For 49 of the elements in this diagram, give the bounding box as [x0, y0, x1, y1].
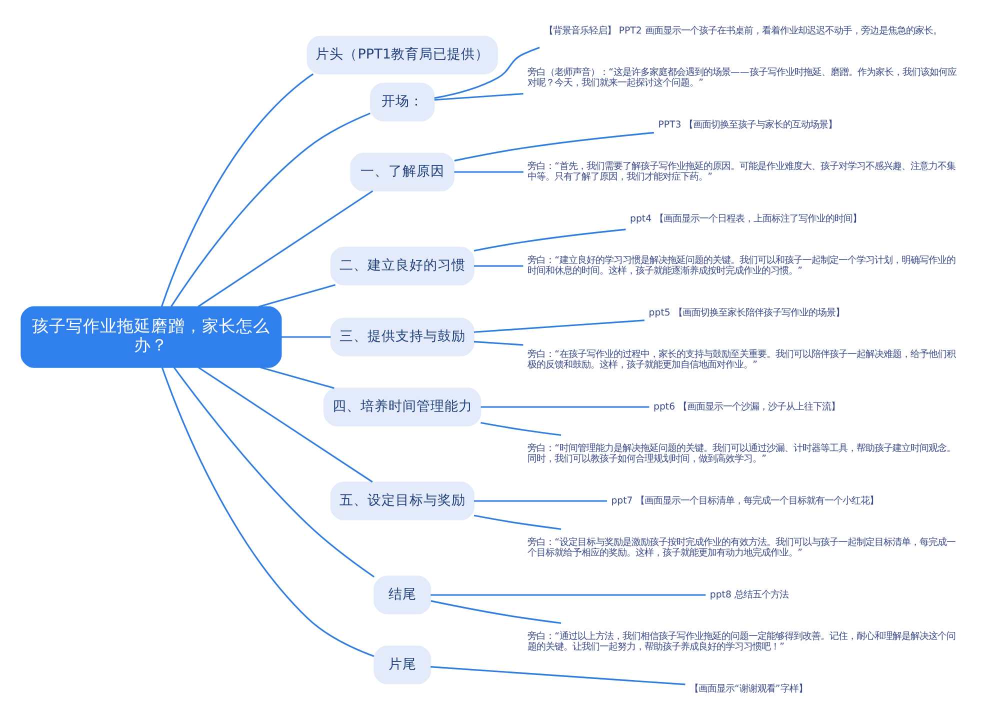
connector: [434, 46, 540, 99]
node-box: 开场：: [370, 82, 435, 122]
connector: [160, 73, 314, 307]
node-text: ppt7 【画面显示一个目标清单，每完成一个目标就有一个小红花】: [611, 495, 879, 506]
node-box: 三、提供支持与鼓励: [330, 318, 474, 356]
connector: [474, 500, 607, 502]
node-text: ppt6 【画面显示一个沙漏，沙子从上往下流】: [654, 401, 840, 412]
node-box: 孩子写作业拖延磨蹭，家长怎么办？: [20, 306, 282, 368]
node-text: 【背景音乐轻启】 PPT2 画面显示一个孩子在书桌前，看着作业却迟迟不动手，旁边是焦急的家长。: [544, 25, 942, 36]
node-box: 四、培养时间管理能力: [324, 388, 482, 426]
node-text: ppt4 【画面显示一个日程表，上面标注了写作业的时间】: [630, 213, 862, 224]
connector: [260, 366, 334, 389]
connector: [480, 406, 650, 408]
connector: [173, 366, 375, 578]
connector: [161, 367, 374, 657]
connector: [170, 112, 370, 307]
connector: [430, 600, 562, 624]
node-text: 旁白：“首先，我们需要了解孩子写作业拖延的原因。可能是作业难度大、孩子对学习不感兴趣、注意力不集中等。只有了解了原因，我们才能对症下药。”: [528, 161, 956, 183]
node-box: 片头（PPT1教育局已提供）: [306, 36, 498, 74]
node-text: 旁白（老师声音）：“这是许多家庭都会遇到的场景——孩子写作业时拖延、磨蹭。作为家长，我们该如何应对呢？今天，我们就来一起探讨这个问题。”: [528, 67, 956, 89]
node-box: 结尾: [374, 576, 432, 614]
connector: [474, 320, 644, 333]
connector: [258, 284, 336, 308]
connector: [430, 594, 706, 596]
connector: [474, 265, 524, 267]
node-text: PPT3 【画面切换至孩子与家长的互动场景】: [658, 119, 838, 130]
connector: [198, 366, 373, 483]
node-text: ppt8 总结五个方法: [710, 589, 788, 600]
connector: [454, 132, 654, 162]
node-box: 片尾: [374, 646, 432, 684]
node-text: 旁白：“设定目标与奖励是激励孩子按时完成作业的有效方法。我们可以与孩子一起制定目标清单，每完成一个目标就给予相应的奖励。这样，孩子就能更加有动力地完成作业。”: [528, 537, 956, 558]
connector: [434, 92, 524, 101]
node-box: 五、设定目标与奖励: [330, 482, 474, 520]
connector: [474, 228, 626, 252]
connector: [480, 422, 562, 436]
node-text: 旁白：“在孩子写作业的过程中，家长的支持与鼓励至关重要。我们可以陪伴孩子一起解决难题，给予他们积极的反馈和鼓励。这样，孩子就能更加自信地面对作业。”: [528, 349, 956, 371]
node-text: ppt5 【画面切换至家长陪伴孩子写作业的场景】: [648, 307, 844, 318]
connector: [282, 336, 331, 338]
connector: [474, 340, 524, 346]
connector: [474, 514, 562, 530]
node-box: 二、建立良好的习惯: [330, 246, 474, 286]
connector: [454, 171, 524, 173]
node-text: 【画面显示“谢谢观看”字样】: [690, 683, 808, 694]
node-text: 旁白：“时间管理能力是解决拖延问题的关键。我们可以通过沙漏、计时器等工具，帮助孩子建立时间观念。同时，我们可以教孩子如何合理规划时间，做到高效学习。”: [528, 443, 956, 465]
connector: [198, 190, 374, 308]
node-text: 旁白：“建立良好的学习习惯是解决拖延问题的关键。我们可以和孩子一起制定一个学习计划，明确写作业的时间和休息的时间。这样，孩子就能逐渐养成按时完成作业的习惯。”: [528, 255, 956, 277]
node-text: 旁白：“通过以上方法，我们相信孩子写作业拖延的问题一定能够得到改善。记住，耐心和理解是解决这个问题的关键。让我们一起努力，帮助孩子养成良好的学习习惯吧！”: [528, 631, 956, 652]
node-box: 一、了解原因: [350, 152, 455, 192]
connector: [430, 666, 686, 686]
